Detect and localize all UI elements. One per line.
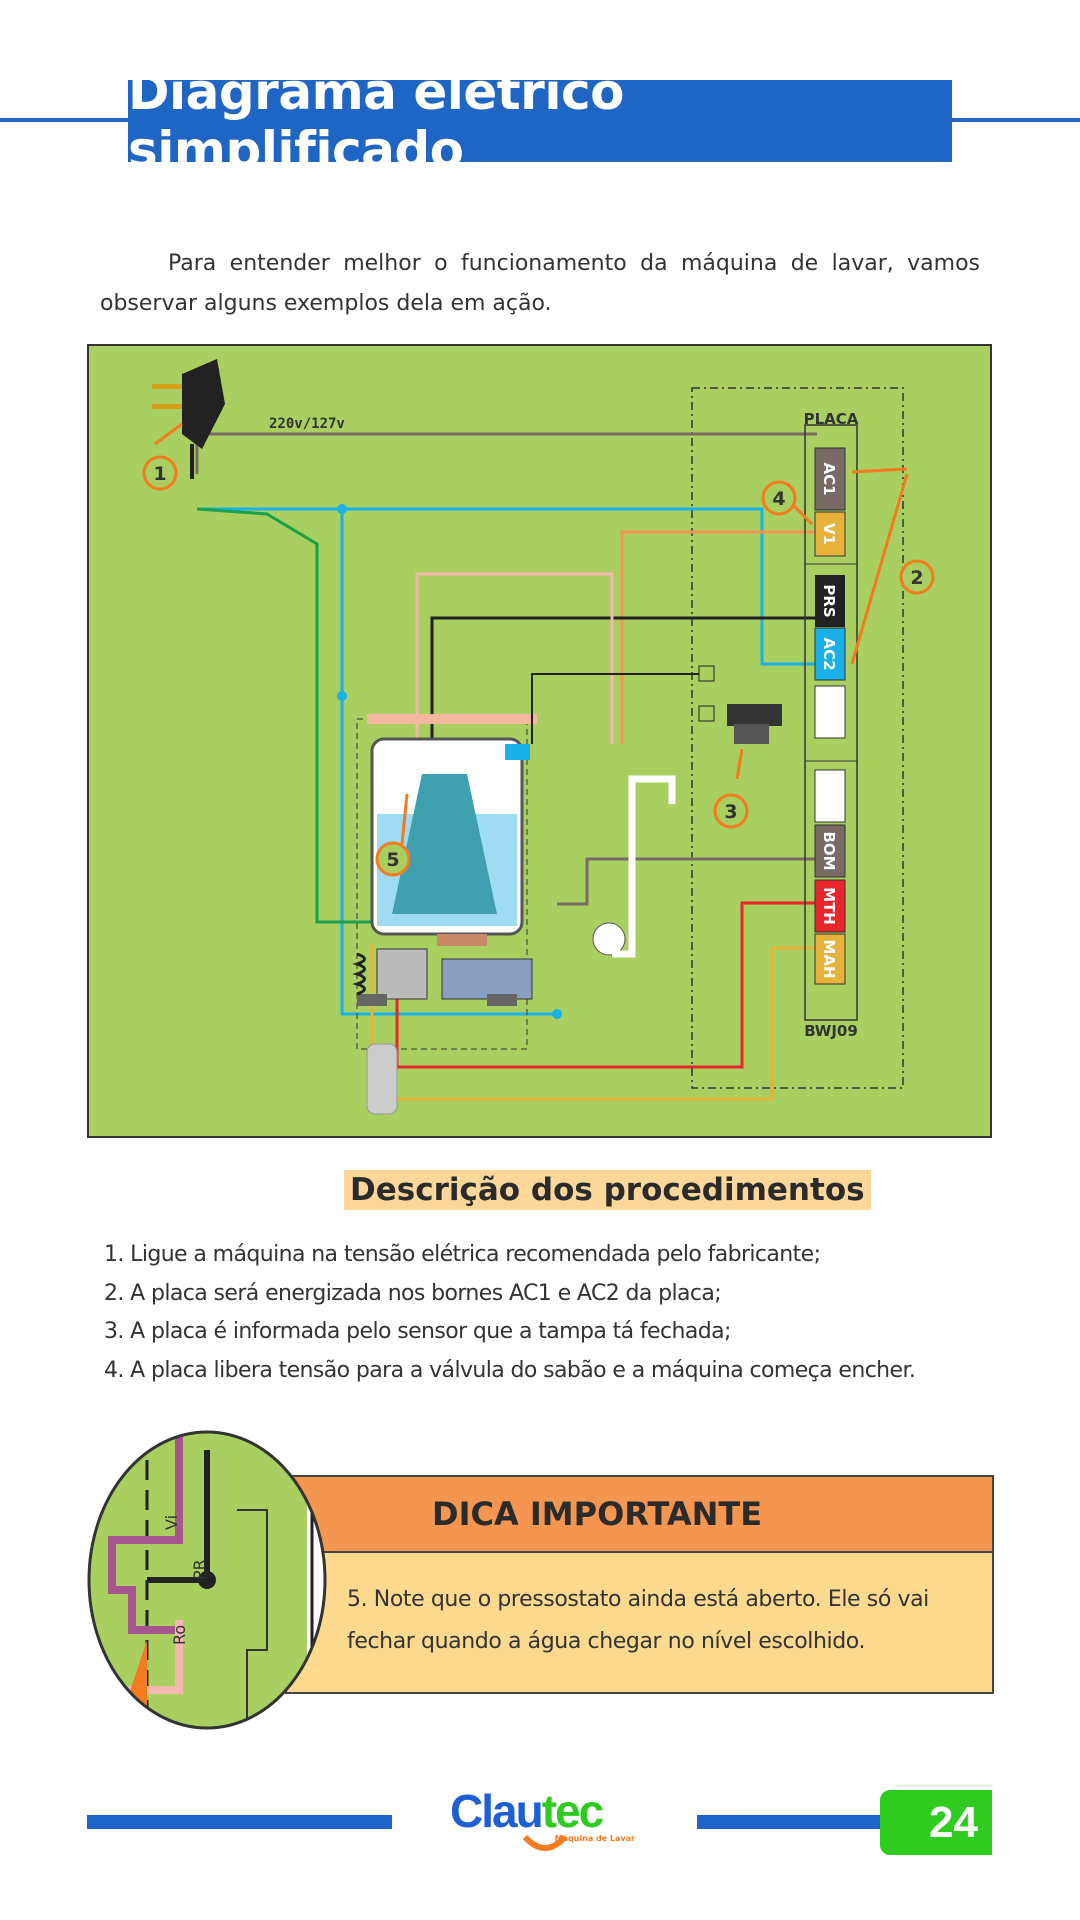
callout-4: 4: [772, 488, 785, 510]
wire-ac2: [197, 507, 817, 666]
capacitor-icon: [366, 1043, 398, 1115]
terminal-empty: [814, 769, 846, 823]
callout-3: 3: [724, 801, 737, 823]
coil-icon: [352, 952, 366, 996]
wire-ground: [196, 507, 437, 924]
callout-5: 5: [386, 849, 399, 871]
terminal-ac2-label: AC2: [820, 637, 838, 670]
terminal-ac1: [814, 447, 846, 511]
terminal-mah-label: MAH: [820, 939, 838, 978]
voltage-label: 220v/127v: [269, 416, 345, 432]
procedures-title: Descrição dos procedimentos: [344, 1170, 871, 1210]
wire-bom: [557, 857, 817, 906]
terminal-v1: [814, 511, 846, 557]
tip-title: DICA IMPORTANTE: [287, 1477, 992, 1553]
page-number: 24: [880, 1790, 992, 1855]
clautec-logo: Clautec Máquina de Lavar: [450, 1785, 635, 1851]
terminal-prs: [815, 575, 845, 627]
procedures-list: 1. Ligue a máquina na tensão elétrica re…: [104, 1236, 916, 1390]
footer-rule-left: [87, 1815, 392, 1829]
zoom-label-vi: Vi: [162, 1515, 181, 1530]
wire-prs: [430, 616, 817, 784]
board-label: PLACA: [804, 410, 859, 428]
wire-pink: [415, 572, 614, 774]
board-model: BWJ09: [804, 1022, 858, 1040]
terminal-bom: [814, 824, 846, 878]
terminal-v1-label: V1: [820, 523, 838, 545]
callout-1: 1: [153, 463, 166, 485]
terminal-mah: [814, 933, 846, 985]
lid-sensor-icon: [531, 665, 782, 744]
board-region: [691, 387, 904, 1089]
wire-mth: [395, 901, 817, 1069]
procedure-step: 4. A placa libera tensão para a válvula …: [104, 1357, 916, 1383]
page-title: Diagrama elétrico simplificado: [128, 63, 952, 179]
terminal-bom-label: BOM: [820, 831, 838, 870]
logo-subtitle: Máquina de Lavar: [555, 1834, 635, 1843]
control-board: [804, 424, 858, 1021]
terminal-prs-label: PRS: [820, 584, 838, 617]
tip-box: DICA IMPORTANTE 5. Note que o pressostat…: [285, 1475, 994, 1694]
terminal-mth: [814, 879, 846, 933]
washer-tub: [356, 714, 676, 1050]
terminal-empty: [814, 685, 846, 739]
wiring-diagram: 220v/127v PLACA BWJ0: [87, 344, 992, 1138]
intro-paragraph: Para entender melhor o funcionamento da …: [100, 251, 980, 316]
callout-2: 2: [910, 567, 923, 589]
zoom-label-pr: PR: [190, 1559, 209, 1580]
footer-rule-right: [697, 1815, 887, 1829]
zoom-label-ro: Ro: [170, 1625, 189, 1645]
logo-text: Clautec: [450, 1785, 604, 1837]
terminal-ac2: [814, 627, 846, 681]
terminal-mth-label: MTH: [820, 887, 838, 925]
zoom-detail-circle: Vi PR Ro: [87, 1430, 327, 1730]
procedure-step: 2. A placa será energizada nos bornes AC…: [104, 1280, 722, 1306]
procedure-step: 1. Ligue a máquina na tensão elétrica re…: [104, 1242, 821, 1267]
tip-text: 5. Note que o pressostato ainda está abe…: [347, 1587, 929, 1654]
procedure-step: 3. A placa é informada pelo sensor que a…: [104, 1319, 731, 1344]
power-plug-icon: [152, 359, 225, 479]
terminal-ac1-label: AC1: [820, 462, 838, 495]
